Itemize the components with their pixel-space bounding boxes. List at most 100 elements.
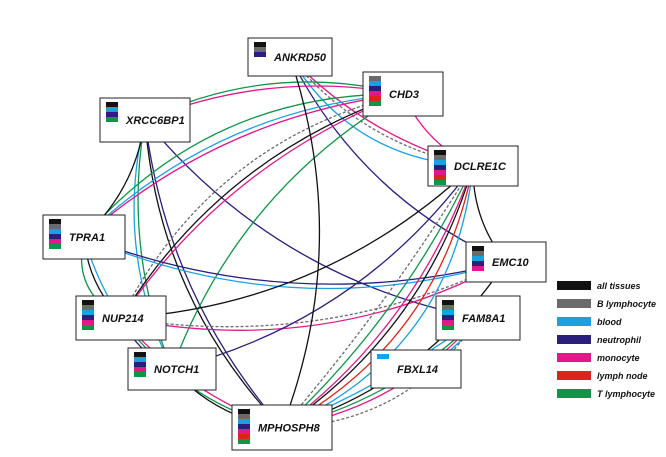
edge-mphosph8-dclre1c-mono: [281, 165, 474, 429]
edge-xrcc6bp1-mphosph8-all: [144, 119, 283, 428]
tissue-swatch-t: [134, 372, 146, 377]
edge-notch1-dclre1c-neut: [171, 165, 474, 370]
edge-tpra1-emc10-neut: [83, 236, 507, 285]
tissue-swatch-all: [254, 42, 266, 47]
tissue-swatch-all: [134, 352, 146, 357]
tissue-swatch-t: [82, 325, 94, 330]
tissue-swatch-lymph: [434, 175, 446, 180]
tissue-swatch-lymph: [369, 96, 381, 101]
node-label: DCLRE1C: [454, 161, 507, 173]
tissue-swatch-neut: [106, 112, 118, 117]
tissue-swatch-neut: [82, 315, 94, 320]
tissue-swatch-mono: [82, 320, 94, 325]
legend-swatch-all: [557, 281, 591, 290]
nodes-layer: ANKRD50CHD3XRCC6BP1DCLRE1CTPRA1EMC10NUP2…: [42, 37, 547, 451]
node-label: MPHOSPH8: [258, 423, 321, 435]
legend-label-mono: monocyte: [597, 353, 640, 363]
tissue-swatch-all: [82, 300, 94, 305]
tissue-swatch-t: [238, 439, 250, 444]
tissue-swatch-neut: [238, 424, 250, 429]
node-tpra1: TPRA1: [42, 214, 126, 260]
tissue-swatch-b: [82, 305, 94, 310]
edge-nup214-dclre1c-all: [120, 165, 474, 319]
tissue-swatch-b: [238, 414, 250, 419]
tissue-swatch-all: [238, 409, 250, 414]
tissue-swatch-neut: [472, 261, 484, 266]
edge-chd3-nup214-mono: [120, 93, 404, 319]
tissue-swatch-mono: [472, 266, 484, 271]
tissue-swatch-t: [442, 325, 454, 330]
tissue-swatch-b: [472, 251, 484, 256]
tissue-swatch-neut: [134, 362, 146, 367]
tissue-swatch-mono: [49, 239, 61, 244]
tissue-swatch-all: [472, 246, 484, 251]
tissue-swatch-b: [369, 76, 381, 81]
legend-label-b: B lymphocyte: [597, 299, 656, 309]
tissue-swatch-blood: [472, 256, 484, 261]
node-nup214: NUP214: [75, 295, 167, 341]
edge-chd3-notch1-t: [171, 93, 404, 370]
node-chd3: CHD3: [362, 71, 444, 117]
tissue-swatch-all: [442, 300, 454, 305]
edge-chd3-tpra1-t: [83, 93, 404, 238]
tissue-swatch-blood: [369, 81, 381, 86]
node-mphosph8: MPHOSPH8: [231, 404, 333, 451]
tissue-swatch-neut: [369, 86, 381, 91]
legend-label-all: all tissues: [597, 281, 641, 291]
tissue-swatch-blood: [49, 229, 61, 234]
tissue-swatch-b: [49, 224, 61, 229]
tissue-swatch-mono: [434, 170, 446, 175]
edge-mphosph8-dclre1c-lymph: [281, 165, 474, 429]
node-dclre1c: DCLRE1C: [427, 145, 519, 187]
edge-mphosph8-ankrd50-all: [281, 56, 321, 428]
legend-swatch-lymph: [557, 371, 591, 380]
tissue-swatch-neut: [434, 165, 446, 170]
tissue-swatch-mono: [442, 320, 454, 325]
tissue-swatch-blood: [442, 310, 454, 315]
tissue-swatch-blood: [134, 357, 146, 362]
edge-chd3-nup214-b: [120, 93, 404, 319]
tissue-swatch-all: [106, 102, 118, 107]
node-label: CHD3: [389, 89, 419, 101]
legend: all tissues B lymphocyte blood neutrophil mo…: [557, 281, 656, 399]
tissue-swatch-b: [434, 155, 446, 160]
tissue-swatch-neut: [442, 315, 454, 320]
legend-label-lymph: lymph node: [597, 371, 648, 381]
node-label: FBXL14: [397, 364, 438, 376]
edge-xrcc6bp1-fam8a1-neut: [144, 119, 479, 319]
edge-mphosph8-dclre1c-t: [281, 165, 474, 428]
tissue-swatch-blood: [434, 160, 446, 165]
edge-chd3-tpra1-mono: [83, 93, 404, 238]
legend-label-neut: neutrophil: [597, 335, 641, 345]
edge-mphosph8-dclre1c-b: [281, 165, 474, 428]
tissue-swatch-mono: [134, 367, 146, 372]
tissue-swatch-neut: [254, 52, 266, 57]
tissue-swatch-all: [434, 150, 446, 155]
tissue-swatch-blood: [238, 419, 250, 424]
edge-nup214-emc10-mono: [120, 261, 507, 331]
node-ankrd50: ANKRD50: [247, 37, 333, 77]
node-label: NOTCH1: [154, 364, 199, 376]
node-fam8a1: FAM8A1: [435, 295, 521, 341]
legend-label-t: T lymphocyte: [597, 389, 655, 399]
edge-tpra1-emc10-blood: [83, 236, 507, 290]
tissue-swatch-blood: [106, 107, 118, 112]
tissue-swatch-blood: [82, 310, 94, 315]
legend-swatch-mono: [557, 353, 591, 362]
tissue-swatch-lymph: [238, 434, 250, 439]
node-fbxl14: FBXL14: [370, 349, 462, 389]
tissue-swatch-b: [254, 47, 266, 52]
node-label: XRCC6BP1: [125, 115, 185, 127]
tissue-swatch-t: [434, 180, 446, 185]
edge-mphosph8-dclre1c-all: [281, 165, 474, 429]
node-notch1: NOTCH1: [127, 347, 217, 391]
tissue-swatch-neut: [49, 234, 61, 239]
node-label: NUP214: [102, 313, 144, 325]
edge-xrcc6bp1-mphosph8-neut: [144, 119, 283, 428]
legend-swatch-b: [557, 299, 591, 308]
tissue-swatch-t: [106, 117, 118, 122]
legend-label-blood: blood: [597, 317, 622, 327]
node-label: FAM8A1: [462, 313, 505, 325]
tissue-swatch-blood: [377, 354, 389, 359]
